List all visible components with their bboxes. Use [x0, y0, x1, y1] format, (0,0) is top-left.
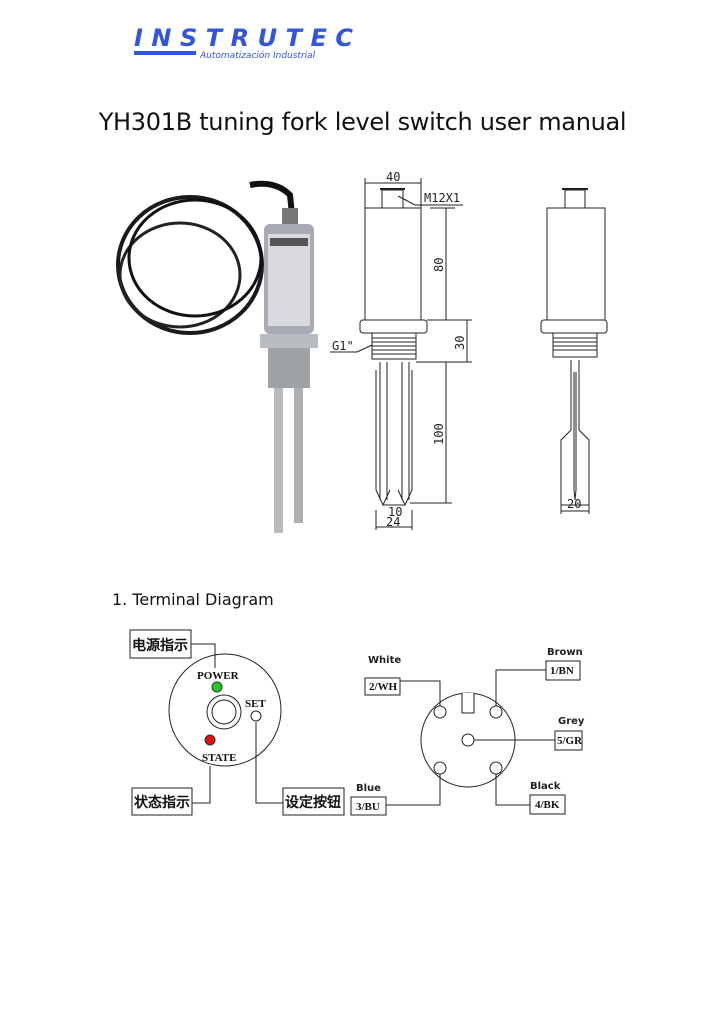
- dim-width-20: 20: [567, 497, 581, 511]
- product-photo: [116, 180, 318, 533]
- black-wire-code: 4/BK: [535, 799, 560, 811]
- front-dimension-drawing: [330, 178, 472, 530]
- set-label: SET: [245, 698, 266, 710]
- dim-gap-10: 10: [388, 505, 402, 519]
- dim-length-100: 100: [432, 423, 446, 445]
- dim-height-80: 80: [432, 258, 446, 272]
- blue-wire-label: Blue: [356, 783, 381, 794]
- brown-wire-label: Brown: [547, 647, 583, 658]
- brown-wire-code: 1/BN: [550, 665, 574, 677]
- dim-height-30: 30: [453, 336, 467, 350]
- power-label: POWER: [197, 670, 240, 682]
- power-led-green: [211, 681, 223, 693]
- svg-text:INSTRUTEC: INSTRUTEC: [134, 24, 356, 52]
- svg-text:Automatización Industrial: Automatización Industrial: [199, 50, 316, 61]
- dim-thread: G1": [332, 339, 354, 353]
- state-led-red: [204, 734, 216, 746]
- dim-width-40: 40: [386, 170, 400, 184]
- black-wire-label: Black: [530, 781, 561, 792]
- side-dimension-drawing: [540, 188, 608, 514]
- connector-pinout-diagram: [350, 660, 583, 816]
- page-title: YH301B tuning fork level switch user man…: [98, 108, 627, 137]
- white-wire-label: White: [368, 655, 401, 666]
- blue-wire-code: 3/BU: [356, 801, 380, 813]
- set-button-cn: 设定按钮: [285, 794, 341, 811]
- terminal-panel-diagram: [129, 629, 345, 816]
- grey-wire-code: 5/GR: [557, 735, 583, 747]
- dim-width-24: 24: [386, 515, 400, 529]
- grey-wire-label: Grey: [558, 716, 585, 727]
- state-label: STATE: [202, 752, 236, 764]
- white-wire-code: 2/WH: [369, 681, 398, 693]
- section-heading-terminal-diagram: 1. Terminal Diagram: [112, 590, 274, 609]
- dim-connector: M12X1: [424, 191, 460, 205]
- power-indicator-cn: 电源指示: [132, 637, 188, 654]
- instrutec-logo: INSTRUTEC Automatización Industrial: [134, 24, 356, 61]
- state-indicator-cn: 状态指示: [134, 794, 190, 811]
